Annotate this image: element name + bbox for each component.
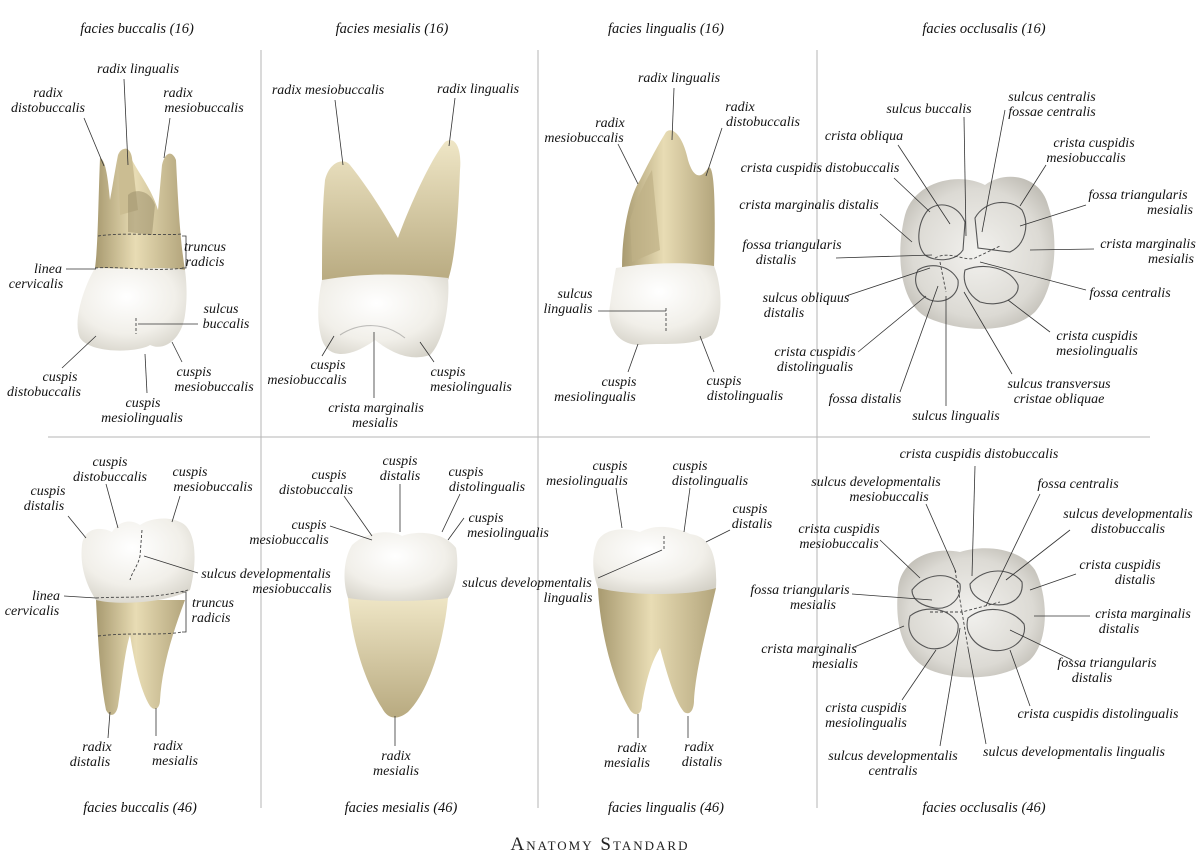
label-sulcus-dev-lingualis: sulcus developmentalis lingualis	[983, 745, 1166, 760]
label-crista-marginalis-distalis: crista marginalis distalis	[739, 198, 879, 213]
label-radix-mesiobuccalis: radix mesiobuccalis	[272, 83, 385, 98]
label-radix-lingualis: radix lingualis	[97, 62, 180, 77]
brand-logo-text: Anatomy Standard	[511, 834, 690, 855]
title-buccalis-16: facies buccalis (16)	[80, 21, 194, 37]
label-sulcus-lingualis: sulcus lingualis	[912, 409, 1000, 424]
label-crista-cuspidis-distobuccalis: crista cuspidis distobuccalis	[900, 447, 1059, 462]
label-crista-obliqua: crista obliqua	[825, 129, 903, 144]
label-crista-cuspidis-distolingualis: crista cuspidis distolingualis	[1017, 707, 1179, 722]
panel-dividers	[48, 50, 1150, 808]
title-lingualis-46: facies lingualis (46)	[608, 800, 724, 816]
tooth-16-mesial	[318, 140, 461, 358]
title-occlusalis-46: facies occlusalis (46)	[922, 800, 1045, 816]
label-fossa-distalis: fossa distalis	[829, 392, 902, 407]
title-buccalis-46: facies buccalis (46)	[83, 800, 197, 816]
title-mesialis-16: facies mesialis (16)	[336, 21, 449, 37]
tooth-46-buccal	[81, 518, 195, 715]
tooth-46-lingual	[593, 526, 717, 715]
tooth-16-occlusal	[900, 176, 1055, 329]
label-crista-cuspidis-distobuccalis: crista cuspidis distobuccalis	[741, 161, 900, 176]
label-sulcus-buccalis: sulcus buccalis	[886, 102, 972, 117]
title-lingualis-16: facies lingualis (16)	[608, 21, 724, 37]
labels-tooth-16-mesial: radix mesiobuccalis radix lingualis cusp…	[267, 82, 519, 431]
tooth-46-mesial	[344, 532, 458, 718]
label-fossa-centralis: fossa centralis	[1037, 477, 1119, 492]
label-fossa-centralis: fossa centralis	[1089, 286, 1171, 301]
tooth-16-lingual	[609, 130, 721, 345]
labels-tooth-46-occlusal: crista cuspidis distobuccalis sulcus dev…	[750, 447, 1193, 779]
label-radix-lingualis: radix lingualis	[638, 71, 721, 86]
tooth-46-occlusal	[897, 548, 1045, 678]
title-occlusalis-16: facies occlusalis (16)	[922, 21, 1045, 37]
tooth-16-buccal	[77, 148, 187, 351]
label-radix-lingualis: radix lingualis	[437, 82, 520, 97]
title-mesialis-46: facies mesialis (46)	[345, 800, 458, 816]
